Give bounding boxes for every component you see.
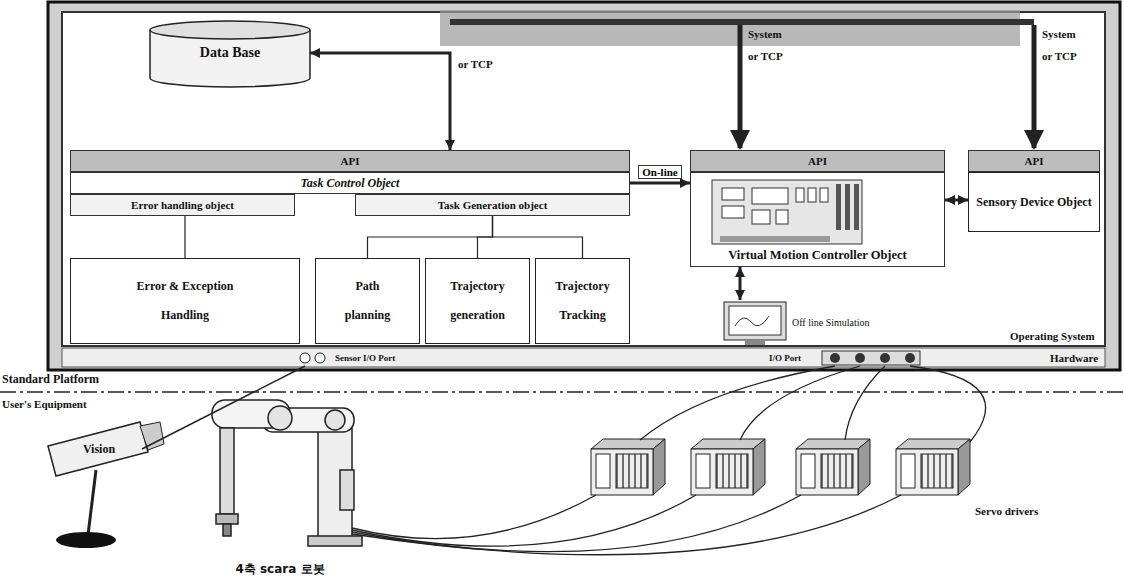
note-label: System — [1042, 28, 1076, 40]
note-label: System — [748, 28, 782, 40]
scara-robot: 4축 scara 로봇 — [195, 395, 365, 580]
api-bar: API — [70, 150, 630, 172]
network-bus — [450, 19, 1034, 25]
object-bar: Error handling object — [70, 194, 295, 216]
node-text: Sensory Device Object — [976, 195, 1091, 210]
network-band — [440, 10, 1020, 46]
flow-arrow — [630, 182, 690, 185]
node-text: Standard Platform — [2, 372, 99, 387]
tree-line — [184, 216, 185, 258]
platform-frame — [48, 2, 1120, 370]
port-socket — [830, 353, 840, 363]
controller-object: Virtual Motion Controller Object — [690, 172, 945, 267]
vision-camera: Vision — [56, 434, 142, 464]
device-object: Sensory Device Object — [968, 172, 1100, 232]
node-text: Path planning — [333, 272, 403, 330]
region-label: User's Equipment — [2, 398, 87, 410]
node-text: API — [341, 155, 360, 167]
api-bar: API — [968, 150, 1100, 172]
node-text: Data Base — [200, 45, 260, 61]
note-label: or TCP — [748, 50, 783, 62]
node-text: 4축 scara 로봇 — [235, 561, 324, 578]
node-text: API — [808, 155, 827, 167]
process-box: Path planning — [315, 258, 420, 344]
process-box: Trajectory Tracking — [535, 258, 630, 344]
tcp-arrow — [738, 25, 743, 148]
flow-arrow — [945, 199, 968, 202]
io-port: Sensor I/O Port — [295, 350, 445, 366]
note-label: Hardware — [1050, 352, 1098, 364]
tree-line — [478, 216, 493, 258]
node-text: Task Generation object — [438, 199, 548, 211]
node-text: Sensor I/O Port — [335, 353, 395, 363]
port-socket — [855, 353, 865, 363]
simulation-monitor: Off line Simulation — [720, 300, 950, 344]
port-block — [822, 351, 920, 365]
node-text: Task Control Object — [301, 176, 400, 191]
scara-robot-drawing — [212, 400, 362, 546]
node-text: API — [1025, 155, 1044, 167]
platform-ground — [62, 12, 1105, 346]
node-text: Trajectory generation — [439, 272, 517, 330]
port-socket — [315, 353, 325, 363]
camera-drawing — [48, 422, 164, 548]
node-text: Trajectory Tracking — [544, 272, 622, 330]
node-text: Error & Exception Handling — [118, 272, 253, 330]
note-label: or TCP — [458, 58, 493, 70]
process-box: Error & Exception Handling — [70, 258, 300, 344]
port-socket — [300, 353, 310, 363]
database-cylinder — [150, 21, 310, 87]
object-bar: Task Control Object — [70, 172, 630, 194]
node-text: Virtual Motion Controller Object — [728, 248, 907, 263]
sensor-cable — [142, 366, 305, 449]
node-text: I/O Port — [769, 353, 801, 363]
node-text: Off line Simulation — [792, 317, 870, 328]
cable — [352, 366, 986, 555]
servo-driver — [591, 439, 970, 495]
flow-arrow — [310, 53, 450, 150]
controller-board — [712, 180, 862, 244]
io-port: I/O Port — [755, 350, 815, 366]
port-socket — [905, 353, 915, 363]
boundary-line — [0, 391, 1124, 393]
api-bar: API — [690, 150, 945, 172]
database: Data Base — [150, 20, 310, 86]
note-label: Operating System — [1010, 330, 1095, 342]
node-text: Error handling object — [131, 199, 234, 211]
platform-panel: Standard PlatformData BaseAPITask Contro… — [48, 2, 1120, 370]
port-socket — [880, 353, 890, 363]
tree-line — [493, 216, 583, 258]
process-box: Trajectory generation — [425, 258, 530, 344]
port-strip — [62, 348, 1105, 367]
tree-line — [368, 216, 493, 258]
flow-arrow — [739, 267, 742, 300]
note-label: or TCP — [1042, 50, 1077, 62]
monitor-icon — [724, 302, 786, 345]
node-text: Vision — [83, 442, 115, 457]
tcp-arrow — [1032, 25, 1037, 148]
edge-label: On-line — [638, 165, 681, 179]
object-bar: Task Generation object — [355, 194, 630, 216]
note-label: Servo drivers — [975, 505, 1038, 517]
